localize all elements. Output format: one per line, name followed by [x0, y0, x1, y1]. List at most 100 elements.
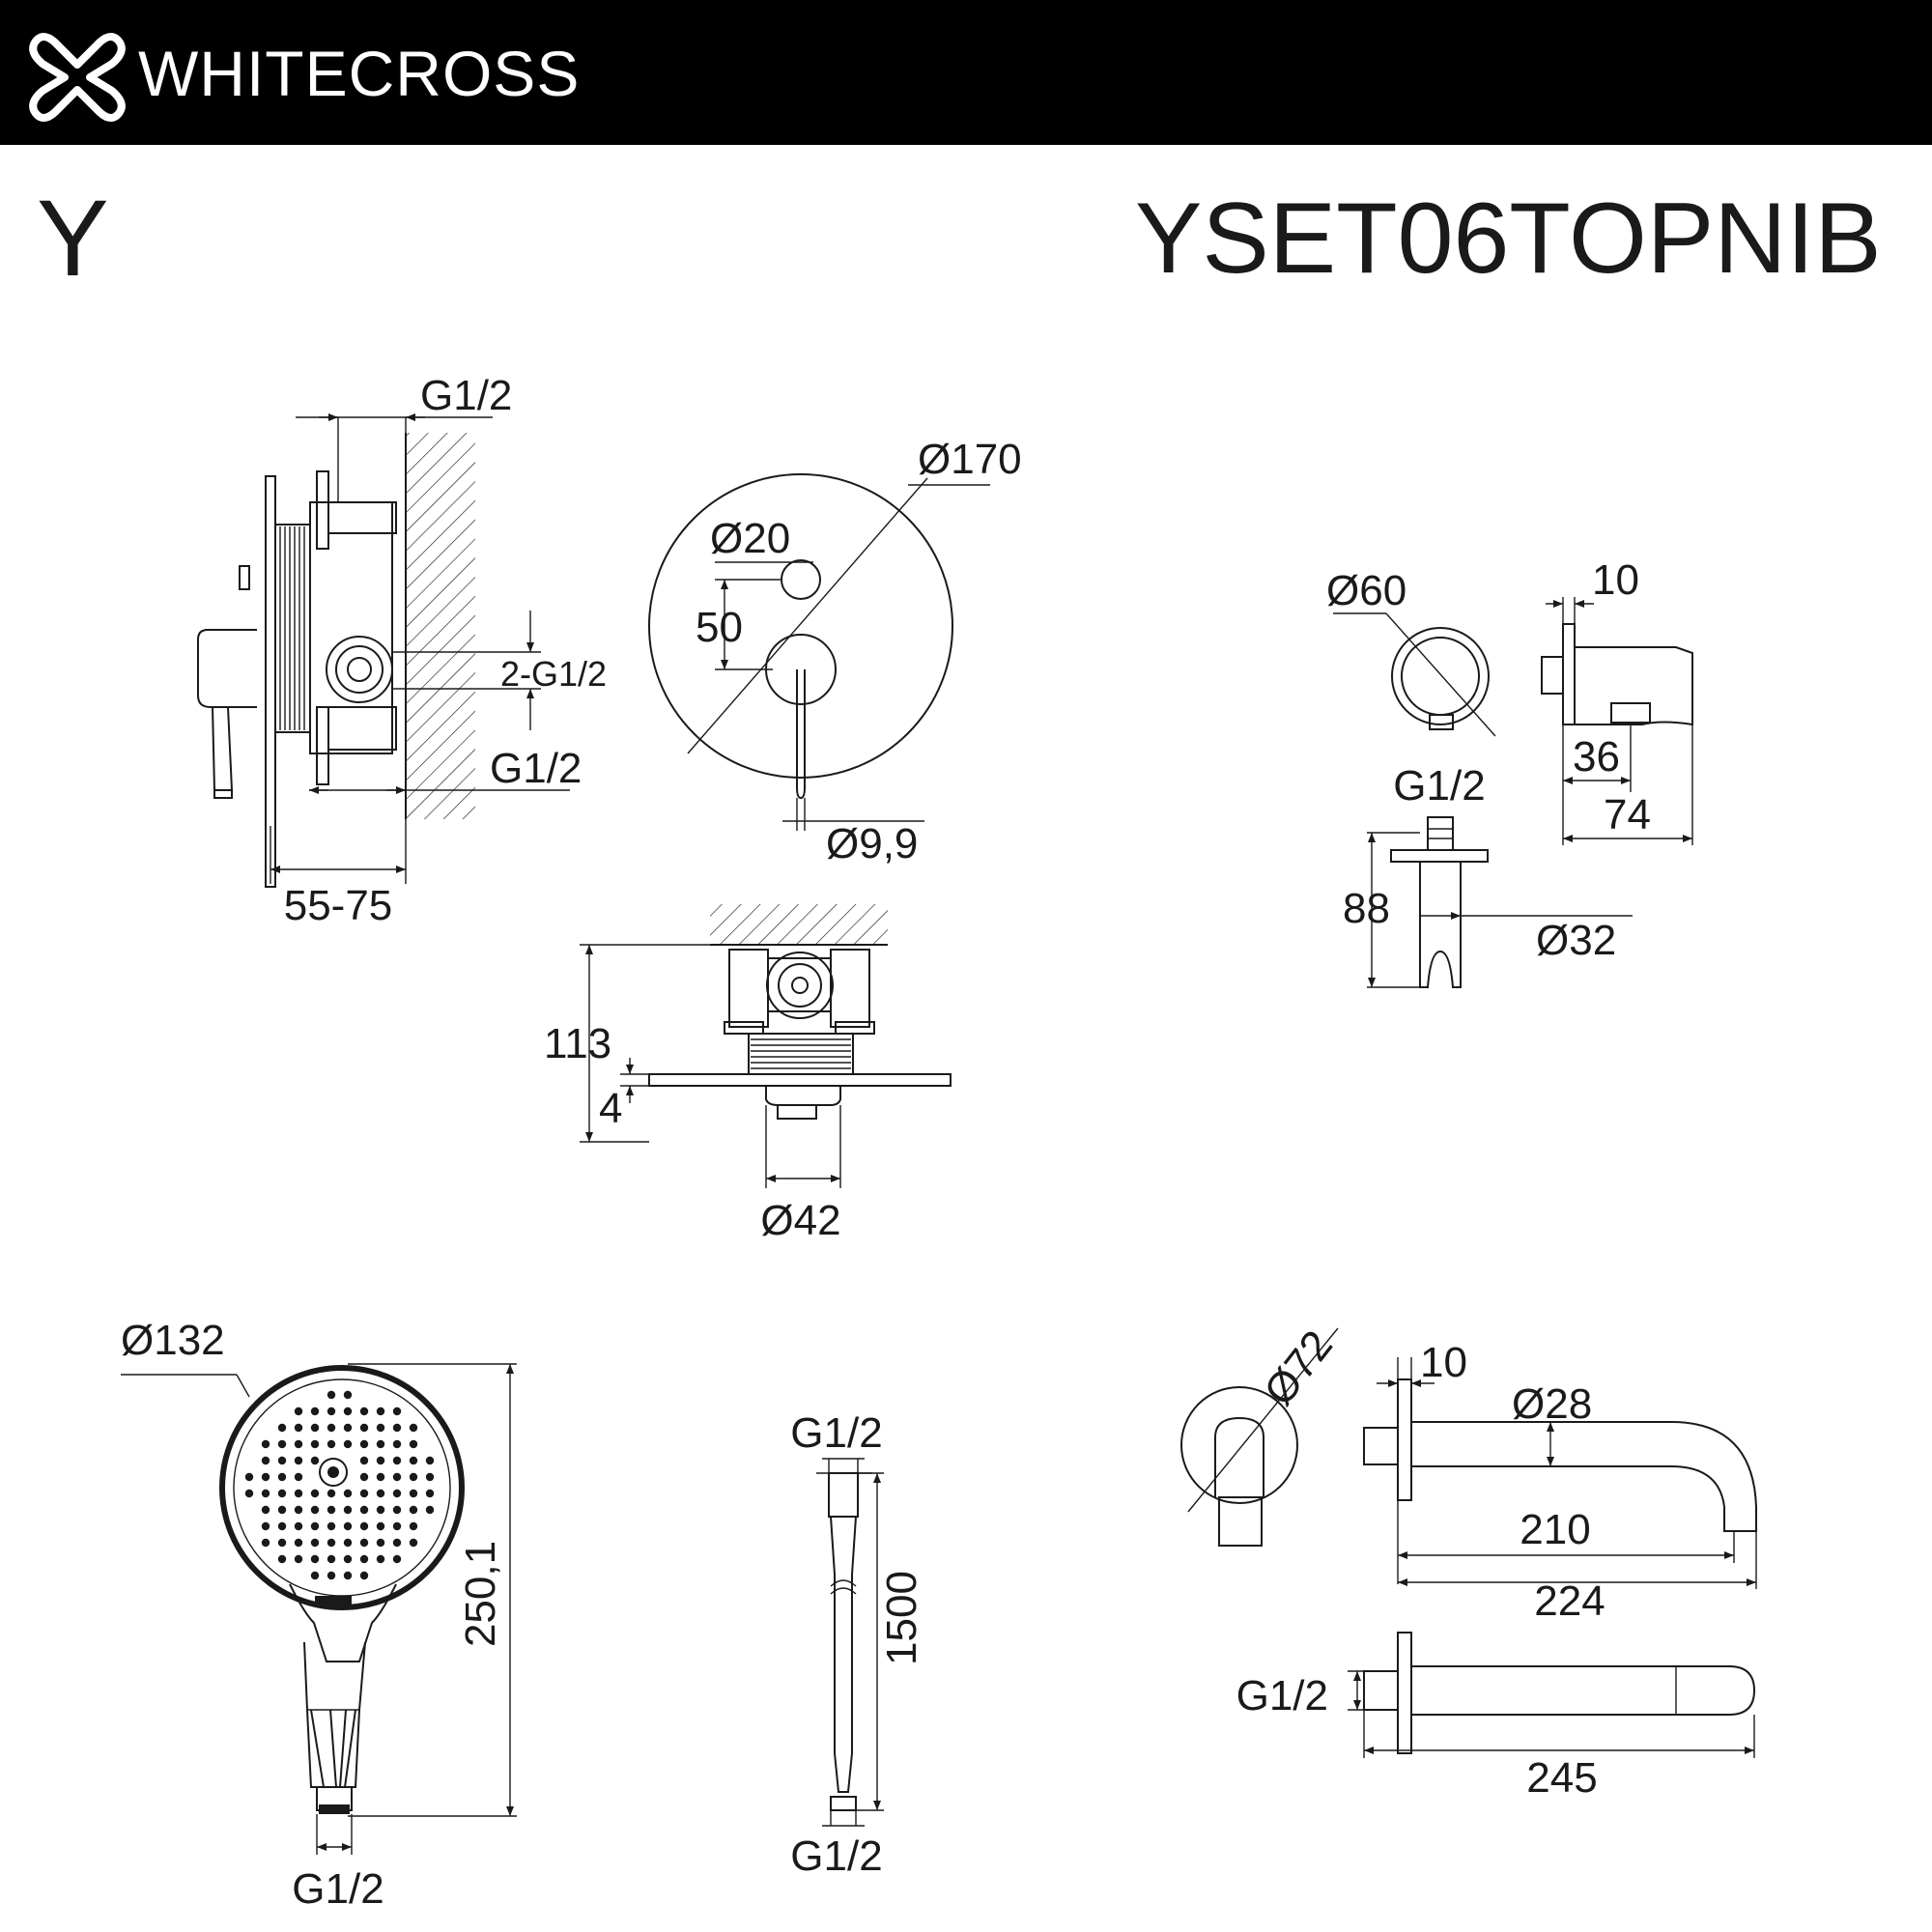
label-g12-hose-top: G1/2: [790, 1409, 882, 1457]
wall-hatching: [406, 433, 475, 819]
nozzle-dot: [327, 1406, 336, 1416]
label-88: 88: [1343, 885, 1390, 932]
nozzle-dot: [343, 1406, 353, 1416]
nozzle-dot: [343, 1538, 353, 1548]
nozzle-dot: [409, 1472, 418, 1482]
label-d60: Ø60: [1326, 567, 1406, 614]
cover-plate-edge: [648, 1073, 952, 1087]
cover-plate: [648, 473, 953, 779]
label-2-g12: 2-G1/2: [500, 654, 607, 694]
label-250-1: 250,1: [457, 1541, 504, 1647]
label-1500: 1500: [878, 1571, 925, 1665]
model-number: YSET06TOPNIB: [1135, 183, 1882, 295]
nozzle-dot: [376, 1456, 385, 1465]
label-113: 113: [544, 1020, 611, 1067]
spout-plate-front: [1180, 1386, 1298, 1504]
nozzle-dot: [392, 1456, 402, 1465]
lever-hub: [765, 634, 837, 705]
nozzle-dot: [294, 1439, 303, 1449]
nozzle-dot: [376, 1521, 385, 1531]
nozzle-dot: [376, 1489, 385, 1498]
nozzle-dot: [409, 1456, 418, 1465]
nozzle-dot: [392, 1439, 402, 1449]
cross-logo-icon: [29, 33, 126, 122]
nozzle-dot: [359, 1489, 369, 1498]
thread-lines-top: [751, 1038, 851, 1069]
label-g12-top: G1/2: [420, 372, 512, 419]
nozzle-dot: [294, 1489, 303, 1498]
nozzle-dot: [277, 1489, 287, 1498]
shower-nozzles: [244, 1390, 435, 1580]
nozzle-dot: [409, 1538, 418, 1548]
label-10-spout: 10: [1420, 1339, 1467, 1386]
nozzle-dot: [343, 1439, 353, 1449]
nozzle-dot: [277, 1521, 287, 1531]
nozzle-dot: [376, 1554, 385, 1564]
nozzle-dot: [409, 1423, 418, 1433]
nozzle-dot: [409, 1489, 418, 1498]
label-10-outlet: 10: [1592, 556, 1639, 604]
nozzle-dot: [277, 1505, 287, 1515]
nozzle-dot: [359, 1456, 369, 1465]
nozzle-dot: [376, 1472, 385, 1482]
nozzle-dot: [261, 1472, 270, 1482]
label-d42: Ø42: [760, 1197, 840, 1244]
nozzle-dot: [376, 1538, 385, 1548]
hose-view: G1/2 1500 G1/2: [790, 1409, 925, 1880]
label-g12-bottom: G1/2: [490, 745, 582, 792]
nozzle-dot: [294, 1505, 303, 1515]
nozzle-dot: [392, 1406, 402, 1416]
shower-head: [219, 1365, 465, 1610]
nozzle-dot: [310, 1423, 320, 1433]
label-d32: Ø32: [1536, 917, 1616, 964]
nozzle-dot: [327, 1538, 336, 1548]
label-210: 210: [1520, 1506, 1590, 1553]
nozzle-dot: [376, 1406, 385, 1416]
nozzle-dot: [409, 1439, 418, 1449]
nozzle-dot: [376, 1439, 385, 1449]
nozzle-dot: [277, 1439, 287, 1449]
nozzle-dot: [327, 1521, 336, 1531]
label-36: 36: [1573, 733, 1620, 781]
nozzle-dot: [294, 1554, 303, 1564]
nozzle-dot: [310, 1554, 320, 1564]
nozzle-dot: [277, 1472, 287, 1482]
nozzle-dot: [343, 1390, 353, 1400]
nozzle-dot: [359, 1521, 369, 1531]
nozzle-dot: [294, 1456, 303, 1465]
nozzle-dot: [277, 1423, 287, 1433]
nozzle-dot: [327, 1554, 336, 1564]
nozzle-dot: [359, 1423, 369, 1433]
nozzle-dot: [310, 1505, 320, 1515]
label-g12-hose-bottom: G1/2: [790, 1833, 882, 1880]
nozzle-dot: [310, 1406, 320, 1416]
nozzle-dot: [392, 1554, 402, 1564]
nozzle-dot: [359, 1439, 369, 1449]
nozzle-dot: [392, 1472, 402, 1482]
nozzle-dot: [425, 1489, 435, 1498]
header-bar: WHITECROSS: [0, 0, 1932, 145]
nozzle-dot: [425, 1505, 435, 1515]
nozzle-dot: [343, 1554, 353, 1564]
mixer-front-view: Ø170 Ø20 50 Ø9,9: [648, 436, 1022, 867]
label-d20: Ø20: [710, 515, 790, 562]
nozzle-dot: [392, 1538, 402, 1548]
nozzle-dot: [327, 1489, 336, 1498]
nozzle-dot: [359, 1406, 369, 1416]
nozzle-dot: [261, 1538, 270, 1548]
nozzle-dot: [343, 1571, 353, 1580]
nozzle-dot: [327, 1390, 336, 1400]
nozzle-dot: [294, 1406, 303, 1416]
label-d132: Ø132: [121, 1317, 225, 1364]
nozzle-dot: [376, 1505, 385, 1515]
label-d9-9: Ø9,9: [826, 820, 918, 867]
hand-shower-view: 250,1 Ø132 G1/2: [121, 1317, 517, 1913]
mixer-top-view: 113 4 Ø42: [544, 904, 952, 1244]
nozzle-dot: [392, 1489, 402, 1498]
label-g12-spout: G1/2: [1236, 1672, 1328, 1719]
nozzle-dot: [359, 1538, 369, 1548]
nozzle-dot: [425, 1456, 435, 1465]
nozzle-dot: [327, 1423, 336, 1433]
nozzle-dot: [261, 1439, 270, 1449]
